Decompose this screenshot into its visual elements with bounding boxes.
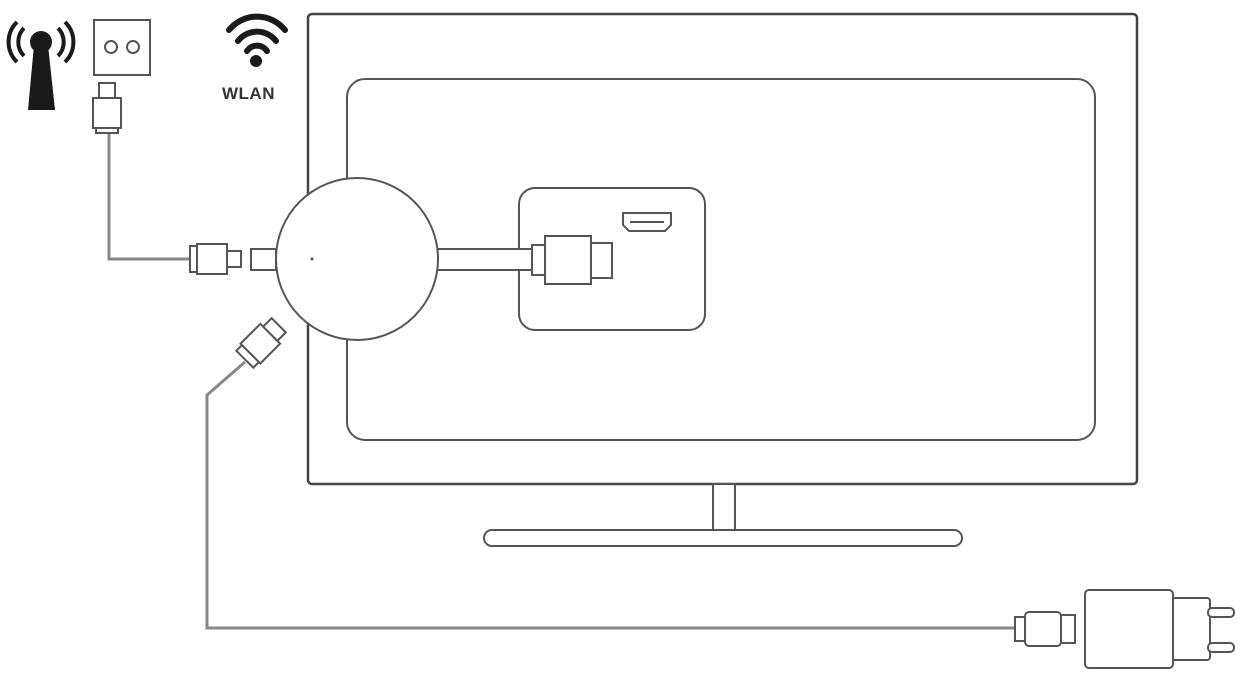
ethernet-cable bbox=[92, 82, 277, 275]
wifi-icon bbox=[226, 13, 288, 67]
wlan-label: WLAN bbox=[222, 84, 275, 103]
antenna-icon bbox=[6, 20, 76, 110]
tv-stand-neck bbox=[712, 483, 736, 532]
wall-socket bbox=[93, 19, 151, 76]
power-cable bbox=[205, 316, 1076, 647]
tv-stand-base bbox=[483, 529, 963, 547]
power-adapter bbox=[1084, 589, 1235, 669]
chromecast-dongle bbox=[275, 177, 613, 341]
tv bbox=[306, 12, 1139, 547]
